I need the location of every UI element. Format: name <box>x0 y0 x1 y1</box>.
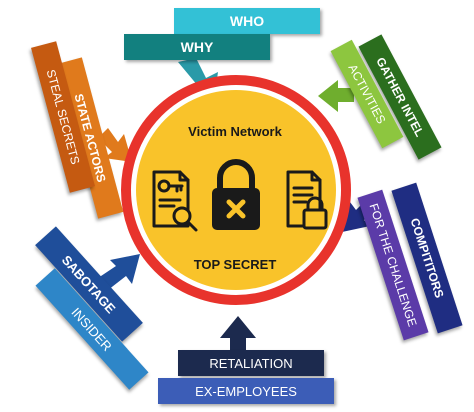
document-key-search-icon <box>152 170 198 232</box>
arrow-right-top <box>318 80 354 112</box>
padlock-icon <box>212 159 260 230</box>
arrow-bottom <box>220 316 256 352</box>
arrow-left-bottom <box>98 254 140 290</box>
why-box: WHY <box>124 34 270 60</box>
center-title: Victim Network <box>188 124 282 139</box>
ex-employees-box: EX-EMPLOYEES <box>158 378 334 404</box>
who-box: WHO <box>174 8 320 34</box>
document-lock-icon <box>286 170 328 230</box>
center-subtitle: TOP SECRET <box>193 257 277 272</box>
arrow-left-top <box>98 128 132 162</box>
retaliation-box: RETALIATION <box>178 350 324 376</box>
